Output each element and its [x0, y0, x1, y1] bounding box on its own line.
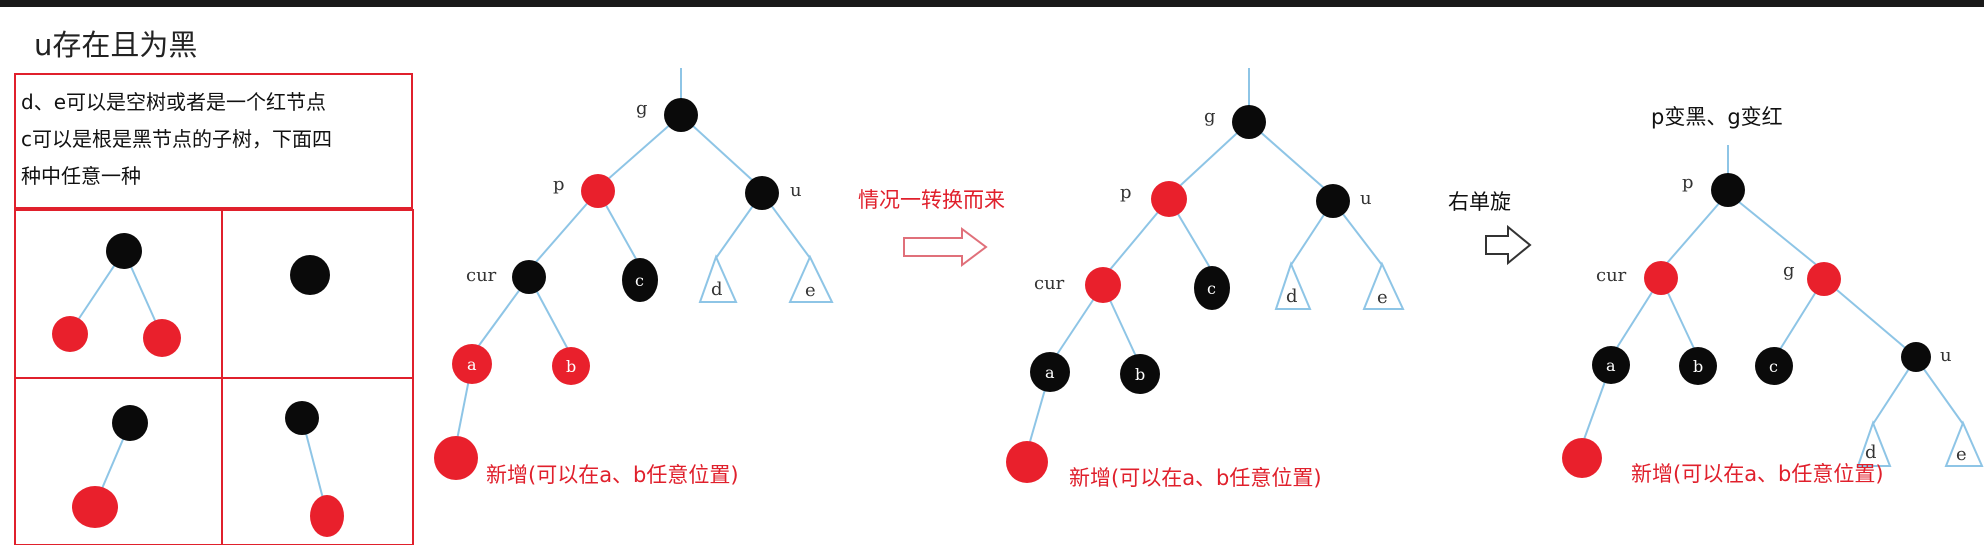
subtree-b-label: b: [1693, 357, 1703, 376]
subtree-e: [1362, 261, 1405, 310]
new-node: [434, 436, 478, 480]
subtree-d: [1274, 261, 1312, 310]
new-node: [1006, 441, 1048, 483]
label-p: p: [553, 174, 565, 195]
subtree-b: [1679, 347, 1717, 385]
subtree-e: [788, 254, 834, 303]
node-cur: [512, 260, 546, 294]
option-single-black: [290, 255, 330, 295]
tree-after-transform: d e c a b g p u cur 新增(可以在a、b任意位置): [1006, 68, 1405, 490]
step2-caption: 右单旋: [1448, 190, 1511, 214]
label-cur: cur: [1596, 265, 1627, 286]
subtree-b-label: b: [1135, 365, 1145, 384]
subtree-b-label: b: [566, 357, 576, 376]
subtree-d-label: d: [1286, 286, 1298, 307]
label-p: p: [1120, 182, 1132, 203]
option-black-right-red-child: [285, 401, 344, 537]
subtree-c-label: c: [635, 271, 644, 290]
subtree-e-label: e: [1956, 444, 1967, 465]
black-node: [285, 401, 319, 435]
subtree-b: [1120, 354, 1160, 394]
label-p: p: [1682, 172, 1694, 193]
page-title: u存在且为黑: [34, 28, 198, 62]
subtree-d: [698, 254, 738, 303]
subtree-b: [552, 347, 590, 385]
label-g: g: [636, 98, 648, 119]
description-line-3: 种中任意一种: [21, 164, 141, 188]
node-p: [1711, 173, 1745, 207]
new-node-note: 新增(可以在a、b任意位置): [1069, 466, 1322, 490]
label-u: u: [790, 180, 802, 201]
label-u: u: [1940, 345, 1952, 366]
new-node-note: 新增(可以在a、b任意位置): [1631, 462, 1884, 486]
node-g: [664, 98, 698, 132]
subtree-d-label: d: [711, 279, 723, 300]
subtree-a-label: a: [1045, 363, 1055, 382]
subtree-options-grid: [14, 209, 414, 545]
node-g: [1232, 105, 1266, 139]
node-u: [1901, 342, 1931, 372]
label-u: u: [1360, 188, 1372, 209]
node-g: [1807, 262, 1841, 296]
description-box: d、e可以是空树或者是一个红节点 c可以是根是黑节点的子树，下面四 种中任意一种: [14, 73, 413, 209]
subtree-a-label: a: [467, 355, 477, 374]
tree-after-rotation: p变黑、g变红 d e a b c p: [1562, 105, 1984, 486]
black-node: [106, 233, 142, 269]
subtree-c: [1194, 266, 1230, 310]
red-node: [143, 319, 181, 357]
description-line-1: d、e可以是空树或者是一个红节点: [21, 90, 326, 114]
option-black-two-red-children: [52, 233, 181, 357]
node-p: [1151, 181, 1187, 217]
description-line-2: c可以是根是黑节点的子树，下面四: [21, 127, 332, 151]
node-cur: [1644, 261, 1678, 295]
transition-1: 情况一转换而来: [858, 188, 1005, 267]
subtree-a: [452, 344, 492, 384]
subtree-a: [1030, 352, 1070, 392]
subtree-a: [1592, 346, 1630, 384]
rotate-arrow-icon: [1485, 224, 1532, 266]
step1-caption: 情况一转换而来: [858, 188, 1005, 212]
black-node: [290, 255, 330, 295]
subtree-e: [1944, 420, 1984, 467]
subtree-c: [1755, 347, 1793, 385]
node-cur: [1085, 267, 1121, 303]
label-g: g: [1783, 260, 1795, 281]
tree-before-transform: d e c a b g p u cur 新增(可以在a、b任意位置): [434, 68, 834, 487]
subtree-e-label: e: [1377, 287, 1388, 308]
transform-arrow-icon: [903, 227, 988, 267]
subtree-a-label: a: [1606, 356, 1616, 375]
subtree-d-label: d: [1865, 442, 1877, 463]
label-cur: cur: [1034, 273, 1065, 294]
step3-caption: p变黑、g变红: [1651, 105, 1783, 129]
subtree-e-label: e: [805, 280, 816, 301]
top-bar: [0, 0, 1984, 7]
label-cur: cur: [466, 265, 497, 286]
subtree-d: [1856, 420, 1892, 467]
transition-2: 右单旋: [1448, 190, 1532, 266]
new-node-note: 新增(可以在a、b任意位置): [486, 463, 739, 487]
subtree-c-label: c: [1769, 357, 1778, 376]
node-p: [581, 174, 615, 208]
subtree-c: [622, 258, 658, 302]
node-u: [1316, 184, 1350, 218]
red-node: [52, 316, 88, 352]
node-u: [745, 176, 779, 210]
label-g: g: [1204, 106, 1216, 127]
black-node: [112, 405, 148, 441]
red-node: [310, 495, 344, 537]
red-node: [72, 486, 118, 528]
new-node: [1562, 438, 1602, 478]
subtree-c-label: c: [1207, 279, 1216, 298]
option-black-left-red-child: [72, 405, 148, 528]
